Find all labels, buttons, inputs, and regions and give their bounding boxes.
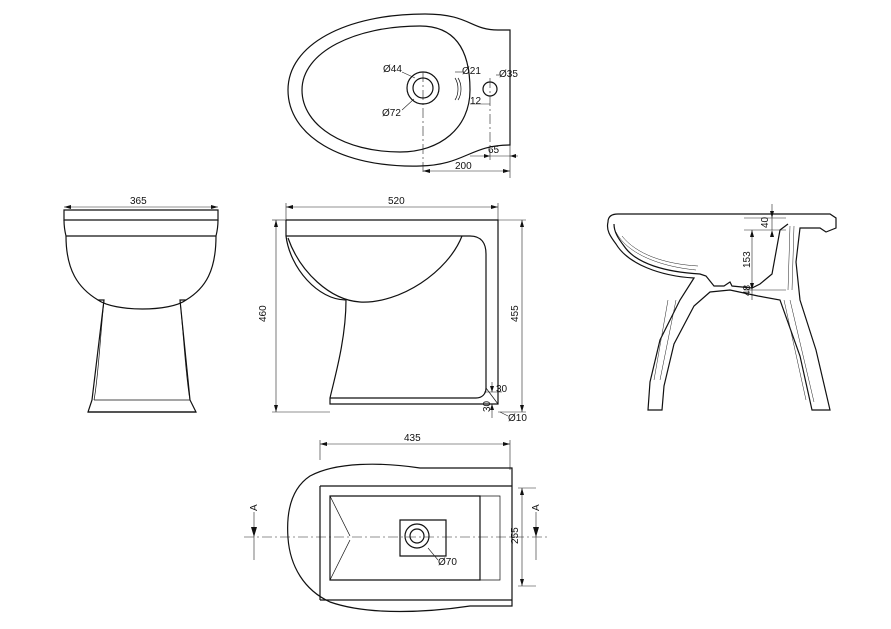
- bottom-view-outline: [287, 463, 513, 613]
- side-view-body: [286, 219, 499, 405]
- dim-d30b: 30: [482, 400, 493, 412]
- dim-w435: 435: [404, 433, 421, 444]
- bottom-view-drain: [404, 523, 430, 549]
- front-view-bowl: [65, 235, 217, 413]
- section-marker-left: A: [249, 504, 260, 511]
- dim-d200: 200: [455, 161, 472, 172]
- side-view-bowl-curve: [287, 235, 463, 303]
- front-view: 365: [63, 196, 219, 413]
- dim-d10: Ø10: [508, 413, 527, 424]
- dim-d44: Ø44: [383, 64, 402, 75]
- dim-d65: 65: [488, 145, 500, 156]
- dim-d48: 48: [742, 284, 753, 296]
- dim-d72: Ø72: [382, 108, 401, 119]
- dim-d70: Ø70: [438, 557, 457, 568]
- dim-d35: Ø35: [499, 69, 518, 80]
- dim-d30a: 30: [496, 384, 508, 395]
- side-view-bowl: [285, 220, 492, 405]
- dim-h460: 460: [258, 305, 269, 322]
- front-view-bowl-inner: [97, 299, 187, 310]
- top-view-outer-rim: [287, 13, 511, 167]
- bottom-view-frame: [319, 485, 512, 601]
- bottom-view-drain-block: [399, 519, 447, 557]
- section-marker-right: A: [531, 504, 542, 511]
- dim-d12: 12: [470, 96, 482, 107]
- dim-h455: 455: [510, 305, 521, 322]
- dim-w365: 365: [130, 196, 147, 207]
- front-view-pedestal: [93, 299, 191, 401]
- side-view: 520 460 455 30 30 Ø10: [258, 196, 527, 424]
- dim-d21: Ø21: [462, 66, 481, 77]
- section-view: 40 153 48: [606, 204, 837, 411]
- dim-h255: 255: [510, 527, 521, 544]
- dim-d40: 40: [760, 216, 771, 228]
- top-view: Ø44 Ø21 Ø35 Ø72 12 65 200: [287, 13, 518, 178]
- bottom-view: 435 255 Ø70 A A: [244, 433, 548, 613]
- front-view-top: [63, 209, 219, 221]
- front-view-rim: [63, 219, 219, 237]
- overflow-slot: [454, 77, 462, 101]
- top-view-bowl: [301, 25, 471, 153]
- dim-d153: 153: [742, 251, 753, 268]
- section-inner-wall: [613, 223, 789, 289]
- side-view-inner: [286, 235, 487, 399]
- dim-w520: 520: [388, 196, 405, 207]
- section-outer-wall: [606, 213, 837, 411]
